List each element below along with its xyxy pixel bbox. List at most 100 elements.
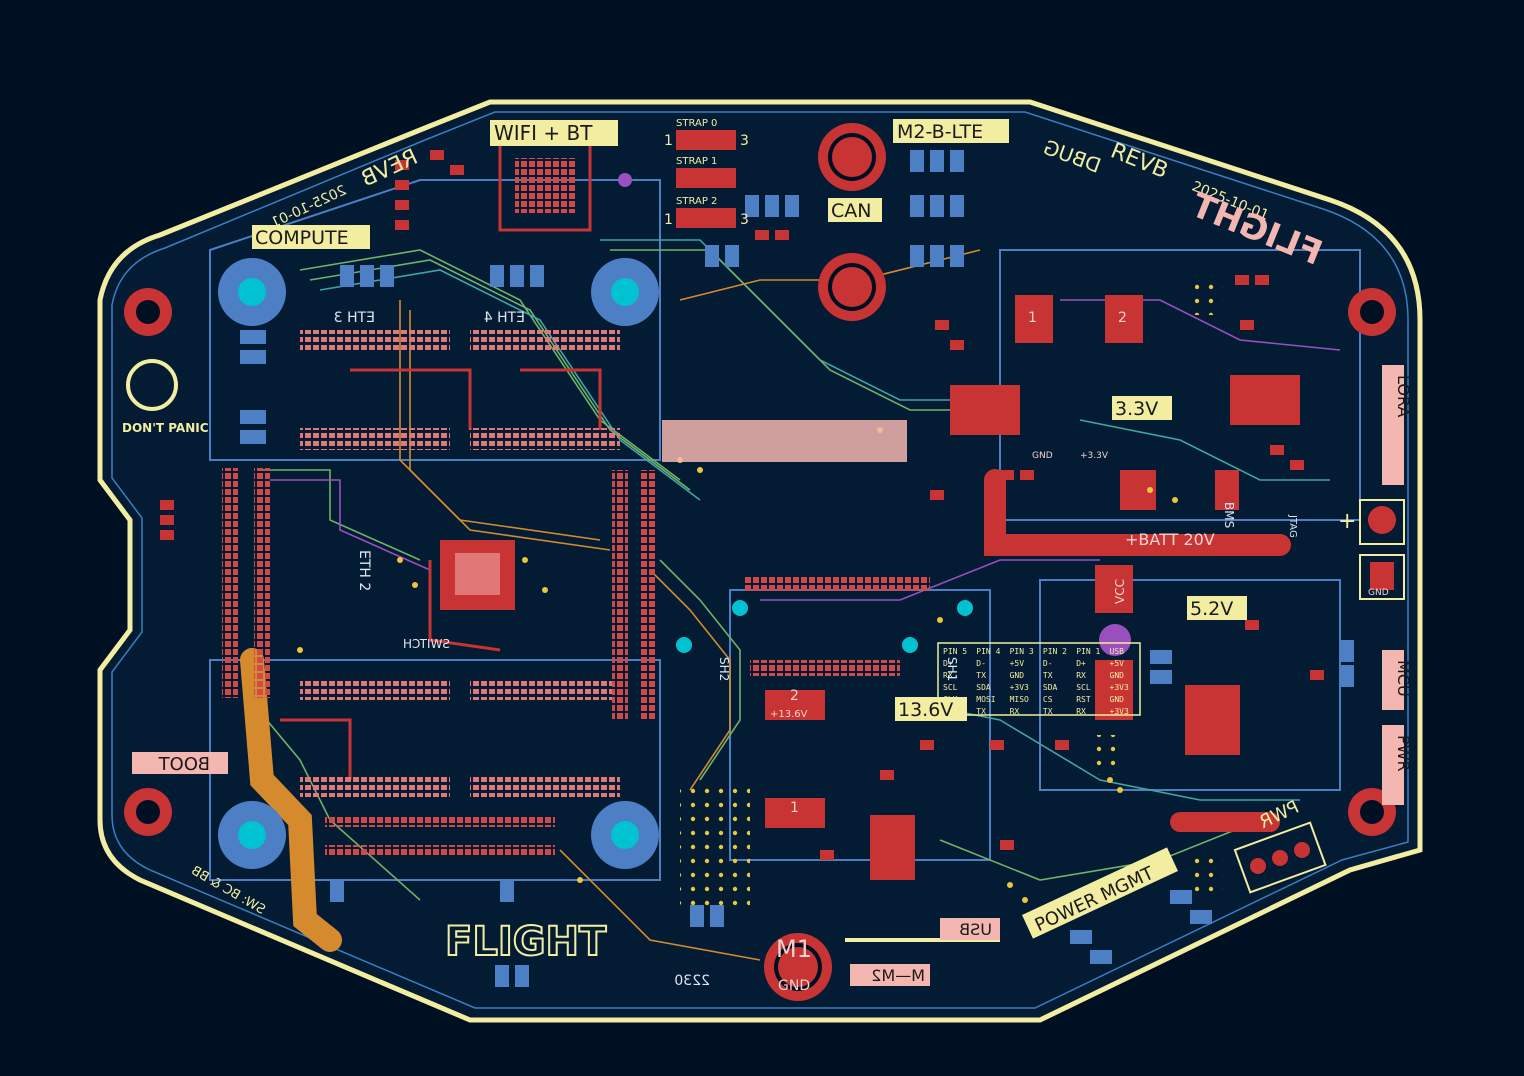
passive-components: [240, 150, 1354, 987]
pinout-cell: GND: [1110, 671, 1125, 680]
pink-passives: [160, 150, 1324, 860]
pinout-cell: SDA: [976, 683, 991, 692]
pinout-cell: D+: [943, 659, 953, 668]
pad-136-a: +13.6V: [770, 709, 808, 720]
corner-holes: [124, 288, 1396, 836]
pinout-cell: CS: [1043, 695, 1053, 704]
v33-label: 3.3V: [1115, 398, 1158, 420]
label-boxes: [252, 119, 1247, 721]
pad-gnd-batt: GND: [1368, 588, 1389, 598]
pwr-connector: [1233, 821, 1327, 894]
pwr-right-box: [1382, 725, 1404, 805]
pinout-header-cell: USB: [1110, 647, 1125, 656]
pinout-cell: GND: [1110, 695, 1125, 704]
strap1-label: STRAP 1: [676, 156, 717, 167]
strap-pin1-c: 1: [664, 212, 673, 228]
flight-bottom-logo: FLIGHT: [445, 919, 607, 965]
usb-label: USB: [959, 920, 992, 939]
pinout-cell: RX: [1010, 707, 1020, 716]
batt-label: +BATT 20V: [1125, 530, 1215, 549]
eth2-label: ETH 2: [356, 550, 372, 591]
boot-box: [132, 752, 228, 774]
pinout-cell: +5V: [1110, 659, 1125, 668]
pad-1-a: 1: [790, 800, 799, 816]
v136-label: 13.6V: [898, 699, 953, 721]
serial-2230-label: 2230: [674, 973, 710, 989]
pinout-cell: TX: [976, 671, 986, 680]
pinout-cell: GND: [1010, 671, 1025, 680]
strap-jumpers: [676, 130, 736, 228]
strap0-label: STRAP 0: [676, 118, 717, 129]
pinout-header-cell: PIN 2: [1043, 647, 1067, 656]
eth3-label: ETH 3: [334, 310, 375, 326]
pinout-cell: MISO: [1010, 695, 1029, 704]
usb-box: [940, 918, 1000, 940]
board-inner-outline: [111, 111, 1409, 1009]
pinout-cell: TX: [1043, 671, 1053, 680]
pinout-cell: TX: [1043, 707, 1053, 716]
pinout-cell: SCL: [943, 683, 958, 692]
pad-gnd-a: GND: [1032, 451, 1053, 461]
pinout-cell: D+: [1076, 659, 1086, 668]
logo-block: [662, 420, 907, 462]
pinout-cell: TX: [976, 707, 986, 716]
strap-pin1-a: 1: [664, 133, 673, 149]
pinout-cell: +3V3: [1110, 683, 1129, 692]
mounting-holes: [218, 258, 659, 869]
batt-plus-label: +: [1338, 509, 1356, 534]
pinout-cell: D-: [1043, 659, 1053, 668]
m-m2-box: [850, 964, 930, 986]
m2-b-lte-label: M2-B-LTE: [897, 121, 983, 143]
strap-pin3-c: 3: [740, 212, 749, 228]
pad-2-a: 2: [790, 688, 799, 704]
m1-label: M1: [776, 935, 812, 963]
pinout-cell: SDA: [1043, 683, 1058, 692]
battery-power-trace: [984, 469, 1291, 556]
vcc-label: VCC: [1113, 579, 1127, 604]
wifi-bt-label: WIFI + BT: [494, 121, 593, 145]
via-field-4: [1195, 855, 1223, 895]
bms-label: BMS: [1222, 502, 1236, 528]
mcu-box: [1382, 650, 1404, 710]
boot-label: BOOT: [158, 754, 210, 775]
test-point-rings: [764, 123, 886, 1001]
jtag-label: JTAG: [1287, 514, 1298, 538]
via-field: [680, 780, 750, 910]
pinout-cell: D-: [976, 659, 986, 668]
via-field-2: [1095, 735, 1123, 775]
pwr-right-label: PWR: [1394, 735, 1413, 772]
lora-box: [1382, 365, 1404, 485]
dont-panic-icon: [126, 359, 178, 411]
pinout-cell: SCL: [1076, 683, 1091, 692]
battery-terminals: [1359, 499, 1405, 600]
m1-gnd-label: GND: [778, 978, 810, 994]
strap-pin3-a: 3: [740, 133, 749, 149]
power-mgmt-box: [1022, 847, 1178, 939]
pinout-cell: RX: [1076, 671, 1086, 680]
signal-traces: [249, 239, 1341, 961]
pinout-header-cell: PIN 4: [976, 647, 1000, 656]
can-label: CAN: [831, 200, 871, 222]
chip-footprints: [222, 138, 1300, 880]
pinout-cell: +5V: [1010, 659, 1025, 668]
pinout-cell: RST: [1076, 695, 1091, 704]
purple-via: [618, 173, 632, 187]
purple-test-point: [1099, 624, 1131, 656]
eth4-label: ETH 4: [484, 310, 525, 326]
through-holes: [676, 600, 973, 653]
pinout-cell: MOSI: [976, 695, 995, 704]
compute-label: COMPUTE: [255, 227, 349, 249]
strap2-label: STRAP 2: [676, 196, 717, 207]
sh2-label: SH2: [717, 657, 731, 681]
dont-panic-label: DON'T PANIC: [122, 421, 209, 435]
sh1-label: SH1: [945, 657, 959, 681]
pinout-cell: RX: [943, 671, 953, 680]
pad-3v3-a: +3.3V: [1080, 451, 1109, 461]
pinout-header-cell: PIN 1: [1076, 647, 1100, 656]
pinout-cell: +3V3: [1010, 683, 1029, 692]
orange-power-trace: [240, 648, 342, 952]
pad-2-b: 2: [1118, 310, 1127, 326]
lora-label: LORA: [1394, 375, 1413, 417]
